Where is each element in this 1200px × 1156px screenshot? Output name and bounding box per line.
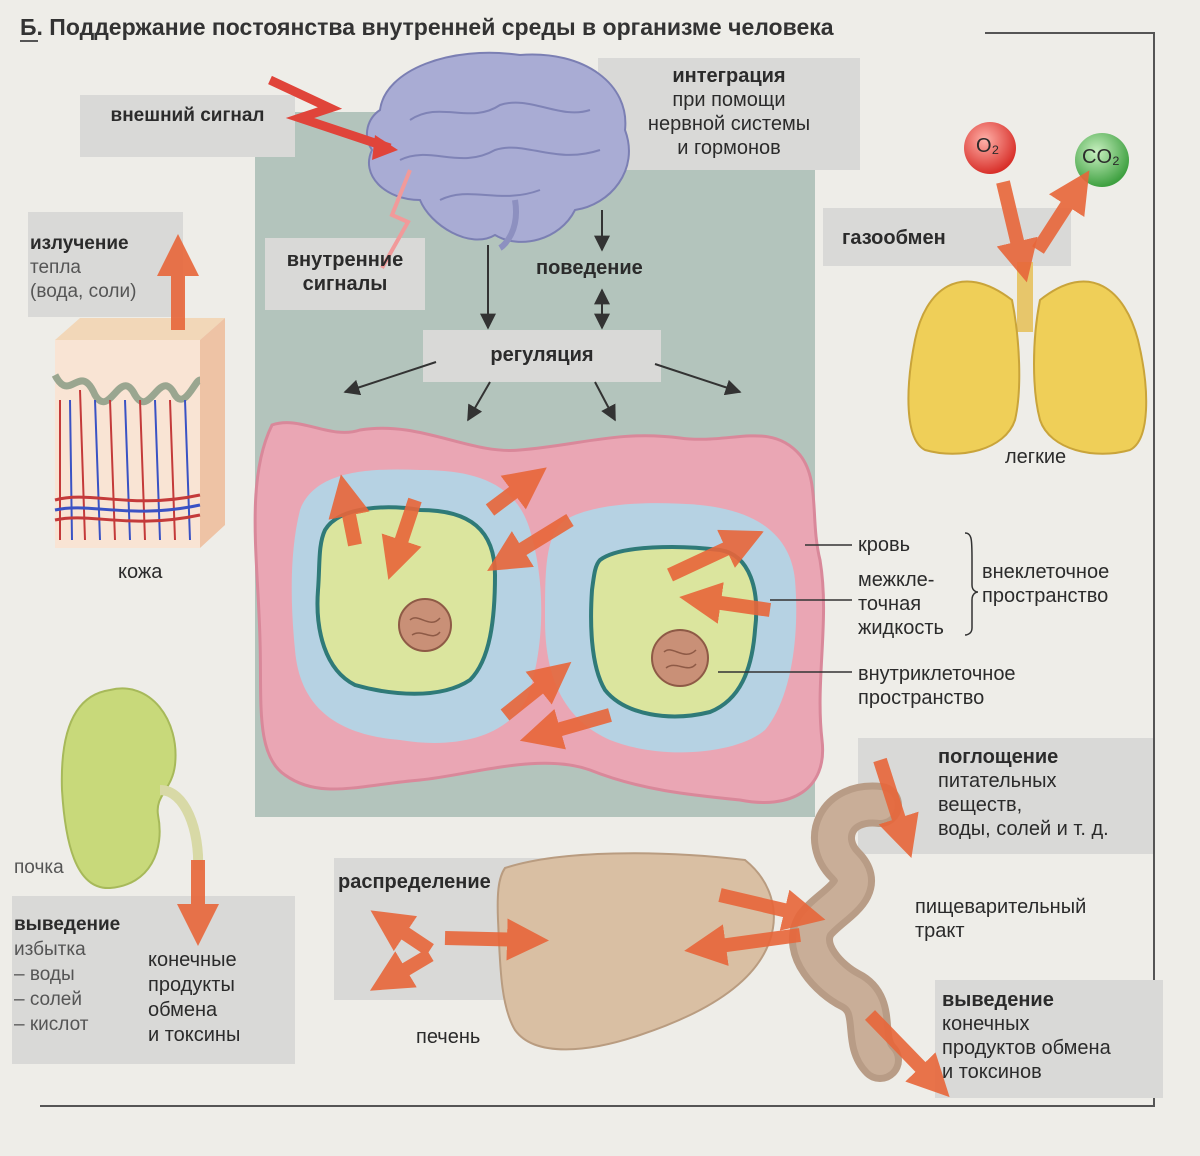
interstitial-line: жидкость xyxy=(858,617,944,639)
liver-illustration xyxy=(496,852,775,1051)
excretion-left-line: – солей xyxy=(14,989,82,1010)
external-signal-box xyxy=(80,95,295,157)
frame-line xyxy=(985,32,1155,34)
integration-line: при помощи xyxy=(672,89,786,111)
digestive-line: пищеварительный xyxy=(915,896,1087,918)
end-products-line: обмена xyxy=(148,999,218,1021)
frame-line xyxy=(1153,32,1155,1107)
skin-illustration xyxy=(51,318,225,548)
excretion-right-line: продуктов обмена xyxy=(942,1037,1111,1059)
integration-box xyxy=(598,58,860,170)
excretion-left-line: – воды xyxy=(14,964,75,985)
gas-exchange-label: газообмен xyxy=(842,227,946,249)
integration-line: и гормонов xyxy=(677,137,781,159)
internal-signals-box xyxy=(265,238,425,310)
frame-line xyxy=(20,40,38,42)
page-title: Б. Поддержание постоянства внутренней ср… xyxy=(20,14,834,40)
kidney-illustration xyxy=(60,687,177,890)
internal-signals-line: внутренние xyxy=(286,249,404,271)
o2-label: O₂ xyxy=(976,135,1000,157)
liver-label: печень xyxy=(416,1026,481,1048)
integration-title: интеграция xyxy=(672,65,786,87)
extracellular-line: пространство xyxy=(982,585,1109,607)
excretion-left-line: – кислот xyxy=(14,1014,89,1035)
excretion-right-line: и токсинов xyxy=(942,1061,1042,1083)
absorption-title: поглощение xyxy=(938,746,1059,768)
interstitial-line: межкле- xyxy=(858,569,935,591)
excretion-left-title: выведение xyxy=(14,914,121,935)
lungs-label: легкие xyxy=(1005,446,1067,468)
regulation-box xyxy=(423,330,661,382)
end-products-line: конечные xyxy=(148,949,237,971)
blood-label: кровь xyxy=(858,534,911,556)
intracellular-line: пространство xyxy=(858,687,985,709)
end-products-line: продукты xyxy=(148,974,235,996)
o2-ball xyxy=(964,122,1016,174)
absorption-line: веществ, xyxy=(938,794,1023,816)
behavior-label: поведение xyxy=(536,257,643,279)
extracellular-line: внеклеточное xyxy=(982,561,1110,583)
kidney-label: почка xyxy=(14,857,64,878)
radiation-line: тепла xyxy=(30,257,81,278)
radiation-line: (вода, соли) xyxy=(30,281,137,302)
digestive-line: тракт xyxy=(915,920,965,942)
distribution-label: распределение xyxy=(338,871,491,893)
radiation-title: излучение xyxy=(30,233,129,254)
skin-label: кожа xyxy=(118,561,163,583)
external-signal-arrow xyxy=(268,75,392,153)
absorption-line: воды, солей и т. д. xyxy=(938,818,1109,840)
co2-label: CO₂ xyxy=(1082,146,1120,168)
regulation-label: регуляция xyxy=(490,344,594,366)
excretion-right-box xyxy=(935,980,1163,1098)
absorption-line: питательных xyxy=(938,770,1057,792)
frame-line xyxy=(40,1105,1155,1107)
intracellular-line: внутриклеточное xyxy=(858,663,1016,685)
lungs-illustration xyxy=(907,262,1148,455)
internal-signals-line: сигналы xyxy=(302,273,388,295)
excretion-left-box xyxy=(12,896,295,1064)
excretion-right-title: выведение xyxy=(942,989,1054,1011)
excretion-right-line: конечных xyxy=(942,1013,1030,1035)
end-products-line: и токсины xyxy=(148,1024,241,1046)
internal-signal-arrow xyxy=(380,169,412,269)
brain-illustration xyxy=(365,51,630,251)
cells-illustration xyxy=(253,421,826,804)
interstitial-line: точная xyxy=(858,593,922,615)
excretion-left-line: избытка xyxy=(14,939,86,960)
external-signal-label: внешний сигнал xyxy=(110,105,265,126)
integration-line: нервной системы xyxy=(647,113,811,135)
